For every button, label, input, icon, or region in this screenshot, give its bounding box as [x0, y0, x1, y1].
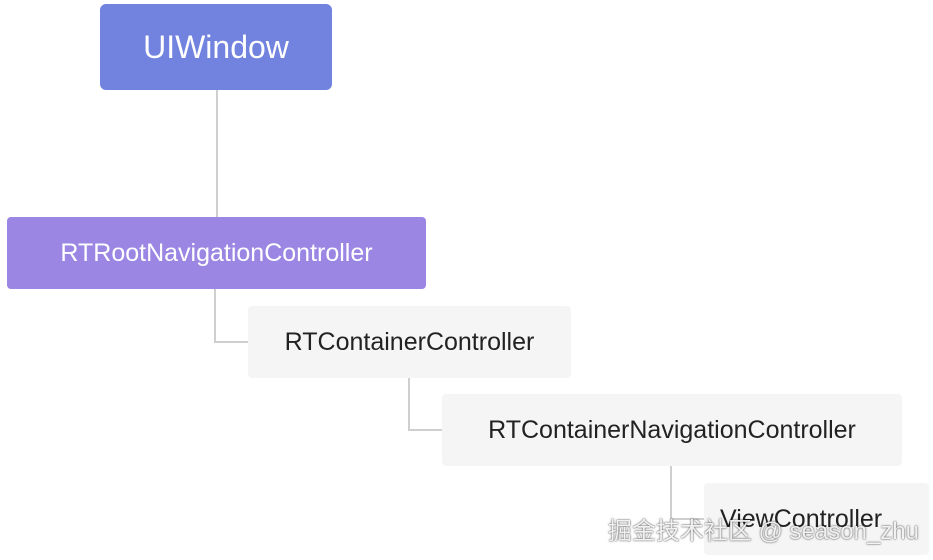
node-uiwindow: UIWindow — [100, 4, 332, 90]
node-rt-root-navigation-controller: RTRootNavigationController — [7, 217, 426, 289]
connector-root-nav-to-container — [214, 289, 248, 343]
node-rt-container-navigation-controller: RTContainerNavigationController — [442, 394, 902, 466]
node-view-controller: ViewController — [704, 483, 929, 555]
node-uiwindow-label: UIWindow — [143, 28, 289, 65]
connector-container-to-container-nav — [408, 378, 442, 431]
node-rt-root-navigation-controller-label: RTRootNavigationController — [60, 238, 373, 267]
watermark: 掘金技术社区 @ season_zhu — [607, 518, 919, 545]
node-rt-container-navigation-controller-label: RTContainerNavigationController — [488, 415, 856, 444]
node-rt-container-controller-label: RTContainerController — [284, 327, 535, 356]
node-rt-container-controller: RTContainerController — [248, 306, 571, 378]
node-view-controller-label: ViewController — [720, 504, 883, 533]
